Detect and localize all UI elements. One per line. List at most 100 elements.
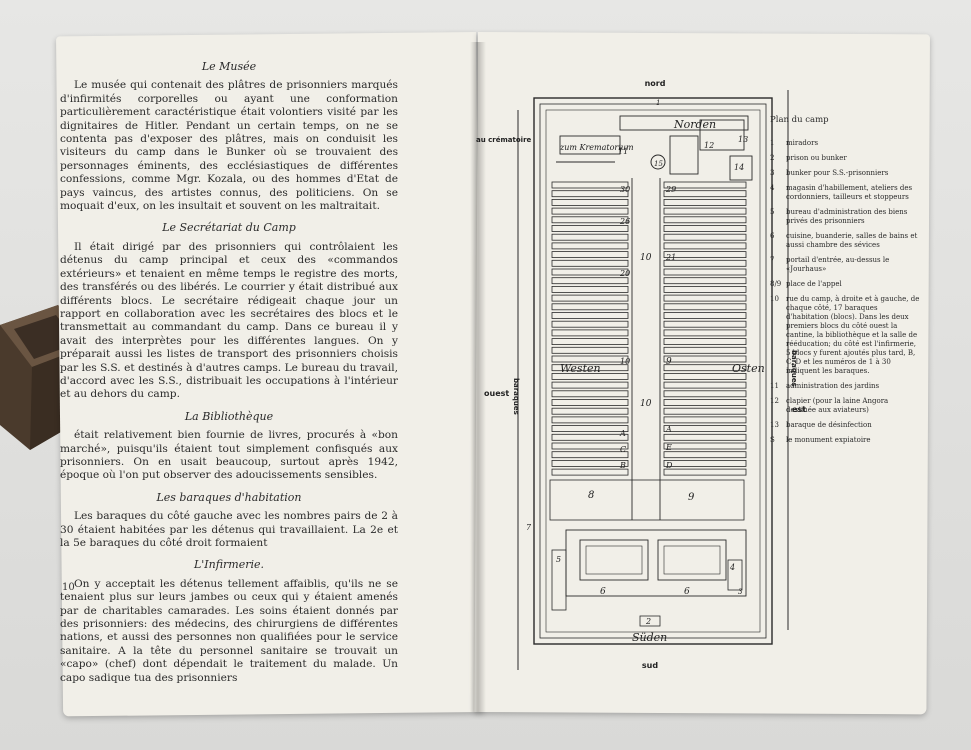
map-block-c: C <box>620 445 626 454</box>
map-num-14: 14 <box>734 163 744 172</box>
barrack-block <box>551 390 629 398</box>
barrack-block <box>663 372 747 380</box>
barrack-block <box>663 364 747 372</box>
barrack-block <box>663 355 747 363</box>
barrack-block <box>663 329 747 337</box>
map-num-3: 3 <box>738 588 743 596</box>
barrack-block <box>663 190 747 198</box>
barrack-block <box>663 251 747 259</box>
map-label-crematorium: au crématoire <box>476 136 532 144</box>
legend-item-number: 11 <box>770 382 779 390</box>
barrack-block <box>551 442 629 450</box>
legend-item-number: 4 <box>770 184 775 192</box>
legend-item: 11 administration des jardins <box>770 382 920 391</box>
map-label-westen: Westen <box>560 362 601 375</box>
legend-item-text: cuisine, buanderie, salles de bains et a… <box>786 232 918 249</box>
map-label-south: sud <box>642 661 658 670</box>
section-paragraph: Le musée qui contenait des plâtres de pr… <box>60 79 398 213</box>
legend-item-number: 5 <box>770 208 775 216</box>
map-block-d: D <box>665 461 673 470</box>
map-num-1: 1 <box>656 99 660 107</box>
section-title: Le Musée <box>201 60 257 73</box>
map-label-east: est <box>792 405 806 414</box>
legend-item: 5 bureau d'administration des biens privé… <box>770 208 920 226</box>
barrack-block <box>551 294 629 302</box>
barrack-block <box>551 338 629 346</box>
barrack-block <box>551 285 629 293</box>
barrack-block <box>663 277 747 285</box>
barrack-block <box>663 381 747 389</box>
map-num-4: 4 <box>729 563 735 572</box>
barrack-block <box>551 451 629 459</box>
barrack-block <box>551 433 629 441</box>
map-num-2: 2 <box>645 617 651 626</box>
open-booklet <box>56 32 936 722</box>
legend-item-number: 8/9 <box>770 280 782 288</box>
map-num-15: 15 <box>654 160 663 168</box>
legend-item-text: administration des jardins <box>786 382 880 390</box>
legend-item-text: clapier (pour la laine Angora destinée a… <box>786 397 889 414</box>
legend-item-text: rue du camp, à droite et à gauche, de ch… <box>786 295 920 375</box>
legend-title: Plan du camp <box>770 115 829 125</box>
map-block-a-east: A <box>665 425 672 434</box>
barrack-block <box>663 459 747 467</box>
map-num-9-a: 9 <box>666 357 672 367</box>
barrack-block <box>551 233 629 241</box>
map-num-8: 8 <box>588 490 594 501</box>
barrack-block <box>551 407 629 415</box>
legend-item-text: miradors <box>786 139 819 147</box>
page-number: 10 <box>62 582 75 593</box>
barrack-block <box>663 216 747 224</box>
barrack-block <box>551 207 629 215</box>
barrack-block <box>551 468 629 476</box>
barrack-block <box>663 468 747 476</box>
barrack-block <box>551 277 629 285</box>
legend-item-number: 1 <box>770 139 775 147</box>
map-outer-wall <box>533 97 773 645</box>
barrack-block <box>551 312 629 319</box>
legend-item-text: portail d'entrée, au-dessus le «Jourhaus… <box>786 256 890 273</box>
barrack-block <box>551 268 629 276</box>
map-num-9-b: 9 <box>688 492 695 503</box>
barrack-block <box>663 451 747 459</box>
legend-item-text: place de l'appel <box>786 280 842 288</box>
barrack-block <box>663 433 747 441</box>
legend-item-number: 3 <box>770 169 775 177</box>
map-num-10-a: 10 <box>640 253 652 263</box>
book-gutter <box>470 42 486 712</box>
barrack-block <box>663 198 747 206</box>
map-num-13: 13 <box>738 135 748 144</box>
barrack-block <box>551 399 629 406</box>
map-label-suden: Süden <box>632 631 667 644</box>
map-num-11: 11 <box>618 147 628 156</box>
barrack-block <box>551 303 629 311</box>
map-label-baraques-right: baraques <box>790 350 798 387</box>
map-num-6-a: 6 <box>600 587 606 597</box>
section-paragraph: était relativement bien fournie de livre… <box>60 429 398 482</box>
legend-item-number: 6 <box>770 232 775 240</box>
barrack-block <box>551 259 629 267</box>
map-num-29: 29 <box>665 185 676 194</box>
map-num-12: 12 <box>704 141 714 150</box>
section-title: L'Infirmerie. <box>193 558 265 572</box>
legend-item: 1 miradors <box>770 139 920 148</box>
barrack-block <box>551 320 629 328</box>
map-block-e: E <box>665 443 672 452</box>
barrack-block <box>551 225 629 232</box>
legend-item-text: baraque de désinfection <box>786 421 872 429</box>
legend-item-text: bureau d'administration des biens privés… <box>786 208 908 225</box>
barrack-block <box>551 190 629 198</box>
map-label-krematorium: zum Krematorium <box>559 143 634 152</box>
barrack-block <box>551 181 629 189</box>
map-num-26: 26 <box>619 217 630 226</box>
legend-item-text: le monument expiatoire <box>786 436 871 444</box>
barrack-block <box>663 346 747 354</box>
barrack-block <box>551 216 629 224</box>
map-label-north: nord <box>645 79 666 88</box>
barrack-block <box>551 459 629 467</box>
